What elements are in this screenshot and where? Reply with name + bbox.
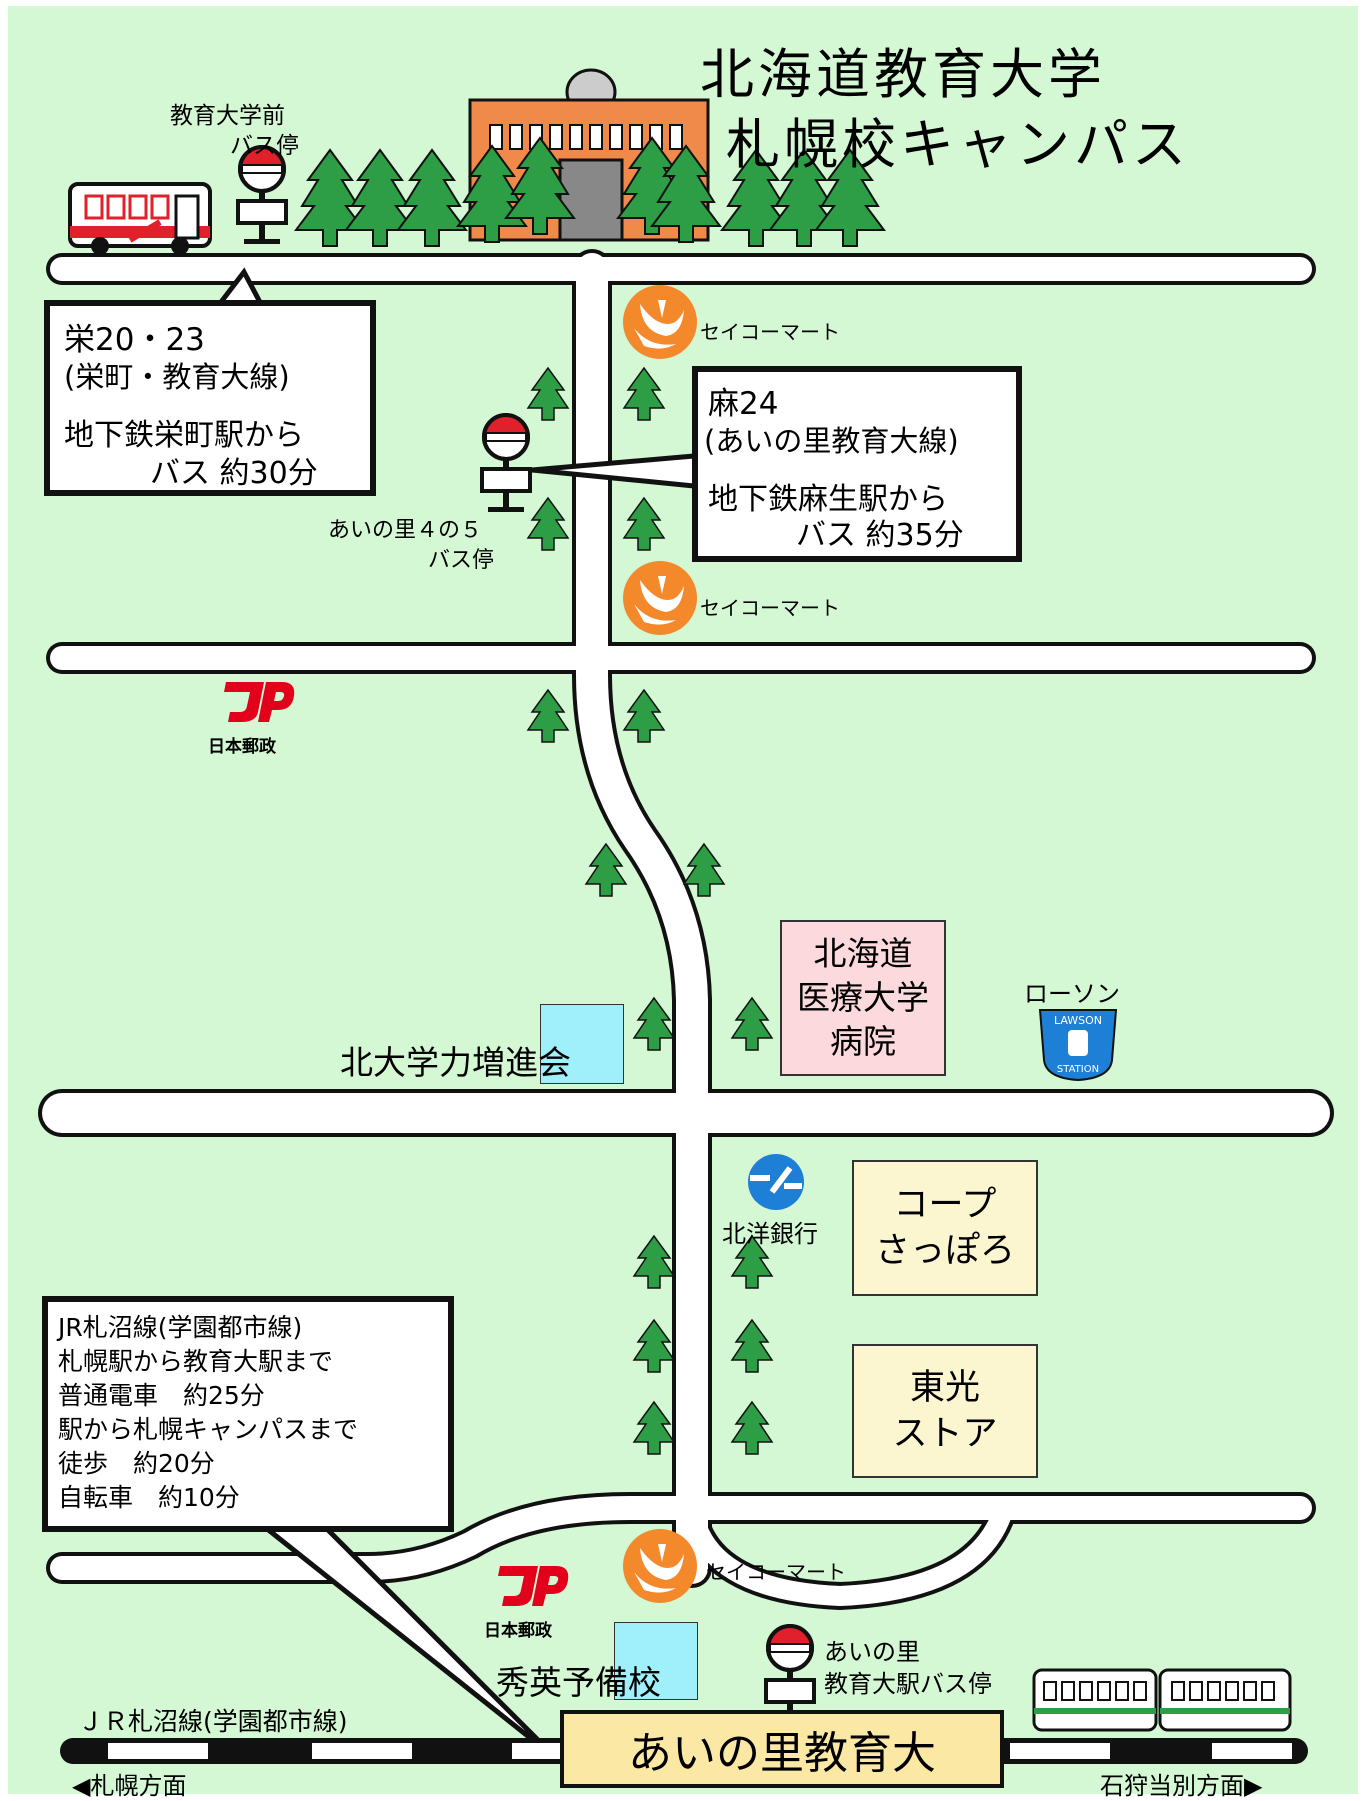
seicomart-logo-icon xyxy=(623,561,697,635)
cram-school-marker xyxy=(614,1622,698,1700)
bank-label: 北洋銀行 xyxy=(722,1220,818,1248)
jr-info-line: JR札沼線(学園都市線) xyxy=(58,1313,303,1342)
cram-school-marker xyxy=(540,1004,624,1084)
route-from: 地下鉄栄町駅から xyxy=(64,418,304,453)
bus-stop-label: 教育大駅バス停 xyxy=(824,1670,992,1698)
bus-stop-label: バス停 xyxy=(428,548,495,573)
cram-school-label: 北大学力増進会 xyxy=(340,1036,571,1084)
route-number: 栄20・23 xyxy=(64,322,205,358)
callout-jr xyxy=(42,1296,454,1532)
toko-store-label: 東光 ストア xyxy=(852,1344,1038,1478)
hokuyo-bank-logo-icon xyxy=(748,1154,804,1210)
train-icon xyxy=(1032,1668,1292,1732)
cram-school-label: 秀英予備校 xyxy=(496,1656,661,1704)
route-name: (栄町・教育大線) xyxy=(64,360,290,394)
hospital-label: 北海道 医療大学 病院 xyxy=(780,920,946,1076)
coop-sapporo-label: コープ さっぽろ xyxy=(852,1160,1038,1296)
bus-stop-label: バス停 xyxy=(230,133,299,159)
lawson-logo-icon: LAWSON STATION xyxy=(1038,1009,1118,1082)
seicomart-label: セイコーマート xyxy=(706,1560,846,1584)
post-office-label: 日本郵政 xyxy=(208,737,276,757)
cram-school-label-suffix: 進会 xyxy=(505,1043,571,1082)
station-label: あいの里教育大 xyxy=(560,1710,1004,1788)
cram-school-label-prefix: 秀英予 xyxy=(496,1663,595,1702)
route-name: (あいの里教育大線) xyxy=(704,424,959,458)
jr-info-line: 普通電車 約25分 xyxy=(58,1381,265,1410)
seicomart-label: セイコーマート xyxy=(700,320,840,344)
page-title-line2: 札幌校キャンパス xyxy=(726,113,1190,176)
seicomart-logo-icon xyxy=(623,285,697,359)
jr-info-line: 駅から札幌キャンパスまで xyxy=(58,1415,359,1444)
lawson-logo-top: LAWSON xyxy=(1054,1014,1102,1027)
bus-stop-label: あいの里 xyxy=(824,1638,920,1666)
bus-icon xyxy=(68,182,212,255)
jr-info-line: 札幌駅から教育大駅まで xyxy=(58,1347,334,1376)
west-direction-label: ◀札幌方面 xyxy=(72,1772,187,1800)
callout-asa xyxy=(692,366,1022,562)
jr-info-line: 自転車 約10分 xyxy=(58,1483,240,1512)
railway-line-label: ＪＲ札沼線(学園都市線) xyxy=(78,1707,348,1736)
cram-school-label-suffix: 備校 xyxy=(595,1663,661,1702)
road-network xyxy=(38,249,1334,1610)
jr-info-line: 徒歩 約20分 xyxy=(58,1449,215,1478)
cram-school-label-prefix: 北大学力増 xyxy=(340,1043,505,1082)
route-number: 麻24 xyxy=(708,386,779,422)
seicomart-logo-icon xyxy=(623,1529,697,1603)
page-title-line1: 北海道教育大学 xyxy=(700,43,1106,106)
post-office-label: 日本郵政 xyxy=(484,1621,552,1641)
callout-tail xyxy=(216,267,265,308)
bus-stop-label: 教育大学前 xyxy=(170,103,285,129)
callout-tail xyxy=(531,453,695,489)
bus-stop-label: あいの里４の５ xyxy=(328,518,483,543)
seicomart-label: セイコーマート xyxy=(700,596,840,620)
lawson-label: ローソン xyxy=(1024,980,1120,1008)
route-time: バス 約30分 xyxy=(150,456,318,491)
route-time: バス 約35分 xyxy=(796,518,964,553)
lawson-logo-bottom: STATION xyxy=(1057,1064,1099,1075)
callout-sakae xyxy=(44,300,376,496)
route-from: 地下鉄麻生駅から xyxy=(708,482,948,517)
east-direction-label: 石狩当別方面▶ xyxy=(1100,1772,1263,1800)
